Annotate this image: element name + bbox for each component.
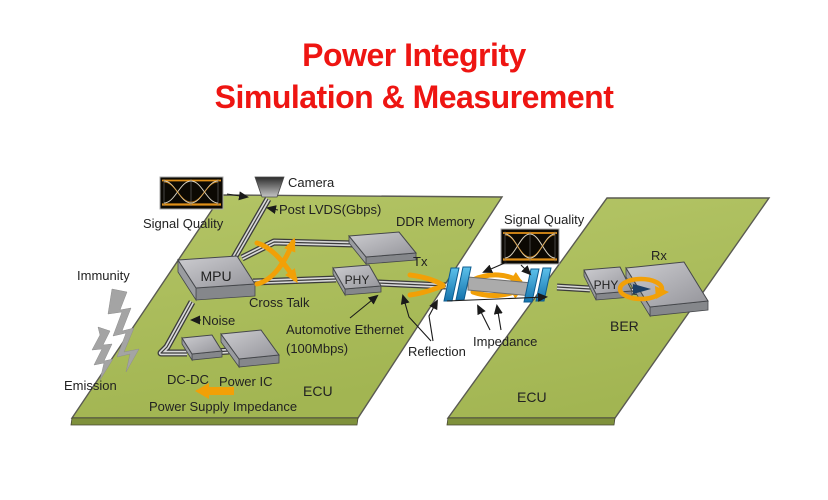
- label-ecu-right: ECU: [517, 389, 547, 405]
- label-immunity: Immunity: [77, 268, 130, 283]
- tx-signal-arrows-icon: [407, 272, 446, 298]
- label-automotive-ethernet-1: Automotive Ethernet: [286, 322, 404, 337]
- label-power-supply-impedance: Power Supply Impedance: [149, 399, 297, 414]
- label-mpu: MPU: [200, 268, 231, 284]
- label-ber: BER: [610, 318, 639, 334]
- mpu-chip: [177, 255, 256, 302]
- label-reflection: Reflection: [408, 344, 466, 359]
- label-signal-quality-left: Signal Quality: [143, 216, 224, 231]
- eye-diagram-right-icon: [500, 228, 560, 265]
- connector-right-icon: [523, 267, 552, 303]
- label-noise: Noise: [202, 313, 235, 328]
- slide-title: Power Integrity Simulation & Measurement: [0, 34, 828, 118]
- connector-left-icon: [443, 266, 472, 302]
- label-automotive-ethernet-2: (100Mbps): [286, 341, 348, 356]
- phy-loop-arrow-icon: [617, 276, 669, 302]
- crosstalk-arrows-icon: [254, 237, 298, 287]
- label-tx: Tx: [413, 254, 428, 269]
- label-power-ic: Power IC: [219, 374, 272, 389]
- mpu-dcdc-trace: [157, 300, 196, 357]
- immunity-lightning-icon: [107, 288, 140, 373]
- title-line-2: Simulation & Measurement: [214, 79, 614, 115]
- label-ecu-left: ECU: [303, 383, 333, 399]
- label-emission: Emission: [64, 378, 117, 393]
- pointer-arrows: [190, 191, 548, 342]
- label-rx: Rx: [651, 248, 667, 263]
- label-impedance: Impedance: [473, 334, 537, 349]
- ecu-board-right: [446, 197, 771, 426]
- label-cross-talk: Cross Talk: [249, 295, 310, 310]
- label-ddr-memory: DDR Memory: [396, 214, 475, 229]
- power-supply-arrow-icon: [195, 383, 234, 399]
- label-camera: Camera: [288, 175, 335, 190]
- connector-phy-right-trace: [556, 283, 591, 293]
- label-dc-dc: DC-DC: [167, 372, 209, 387]
- dcdc-chip: [181, 334, 223, 362]
- phy-left-chip: [332, 264, 382, 297]
- label-post-lvds: Post LVDS(Gbps): [279, 202, 381, 217]
- ddr-memory-chip: [348, 231, 417, 266]
- label-phy-left: PHY: [345, 273, 370, 287]
- power-ic-chip: [220, 329, 280, 369]
- label-phy-right: PHY: [594, 278, 619, 292]
- label-signal-quality-right: Signal Quality: [504, 212, 585, 227]
- mpu-ddr-trace: [240, 238, 355, 262]
- phy-tx-trace: [377, 279, 447, 290]
- title-line-1: Power Integrity: [302, 37, 526, 73]
- eye-diagram-left-icon: [159, 176, 224, 210]
- ecu-board-left: [70, 194, 504, 426]
- emission-lightning-icon: [91, 326, 114, 381]
- camera-icon: [254, 176, 285, 198]
